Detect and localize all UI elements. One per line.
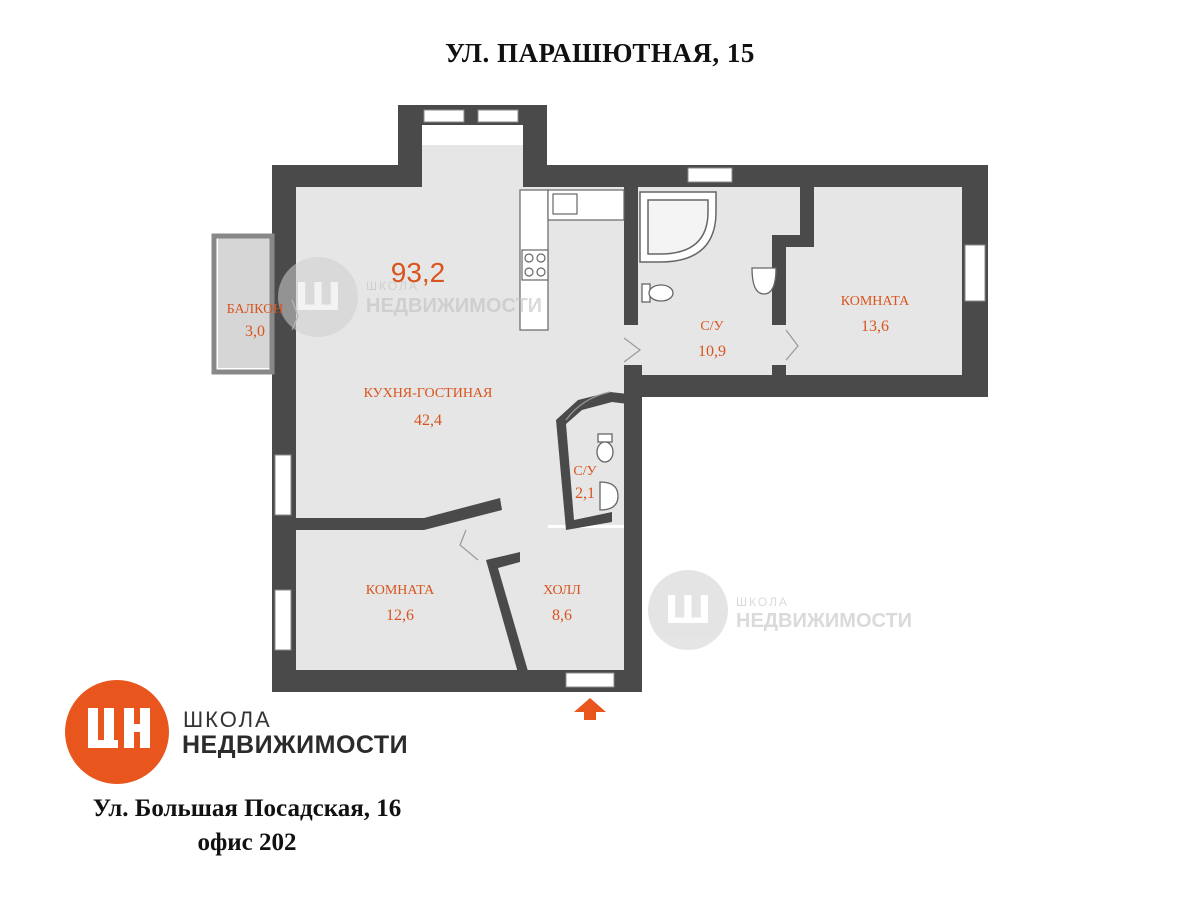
address-line2: офис 202 <box>197 829 297 856</box>
bathtub-icon <box>639 191 717 263</box>
watermark-line1: ШКОЛА <box>736 595 789 609</box>
balcony-area: 3,0 <box>245 323 265 340</box>
address-line1: Ул. Большая Посадская, 16 <box>92 795 402 822</box>
balcony-name: БАЛКОН <box>227 302 284 317</box>
watermark-line1: ШКОЛА <box>366 279 419 293</box>
hall-name: ХОЛЛ <box>543 583 581 598</box>
bath-small-name: С/У <box>573 464 596 479</box>
sink-icon <box>599 481 619 511</box>
kitchen-area: 42,4 <box>414 412 442 429</box>
room-left-area: 12,6 <box>386 607 414 624</box>
room-left-name: КОМНАТА <box>366 583 435 598</box>
watermark-line2: НЕДВИЖИМОСТИ <box>736 610 912 632</box>
stove-icon <box>521 249 549 281</box>
logo-line2: НЕДВИЖИМОСТИ <box>182 731 409 759</box>
windows <box>274 109 986 688</box>
watermark-mark: Ш <box>665 588 712 632</box>
logo-mark-icon <box>65 680 169 784</box>
watermark-line2: НЕДВИЖИМОСТИ <box>366 295 542 317</box>
balcony-floor <box>218 238 270 368</box>
sink-icon <box>751 267 777 295</box>
entrance-arrow-icon <box>574 698 606 720</box>
hall-area: 8,6 <box>552 607 572 624</box>
floors <box>218 145 962 678</box>
bath-big-area: 10,9 <box>698 343 726 360</box>
toilet-icon <box>596 433 614 463</box>
watermark-mark: Ш <box>295 275 342 319</box>
kitchen-unit <box>519 189 625 331</box>
room-right-area: 13,6 <box>861 318 889 335</box>
toilet-icon <box>641 283 674 303</box>
bath-small-area: 2,1 <box>575 485 595 502</box>
kitchen-name: КУХНЯ-ГОСТИНАЯ <box>364 386 493 401</box>
total-area-label: 93,2 <box>391 257 446 288</box>
sink-icon <box>552 193 578 215</box>
plan-title: УЛ. ПАРАШЮТНАЯ, 15 <box>445 38 755 68</box>
watermark-top: Ш ШКОЛА НЕДВИЖИМОСТИ <box>278 257 542 337</box>
balcony <box>211 233 275 375</box>
logo-line1: ШКОЛА <box>183 707 272 732</box>
room-right-name: КОМНАТА <box>841 294 910 309</box>
bath-big-name: С/У <box>700 319 723 334</box>
watermark-bottom: Ш ШКОЛА НЕДВИЖИМОСТИ <box>648 570 912 650</box>
